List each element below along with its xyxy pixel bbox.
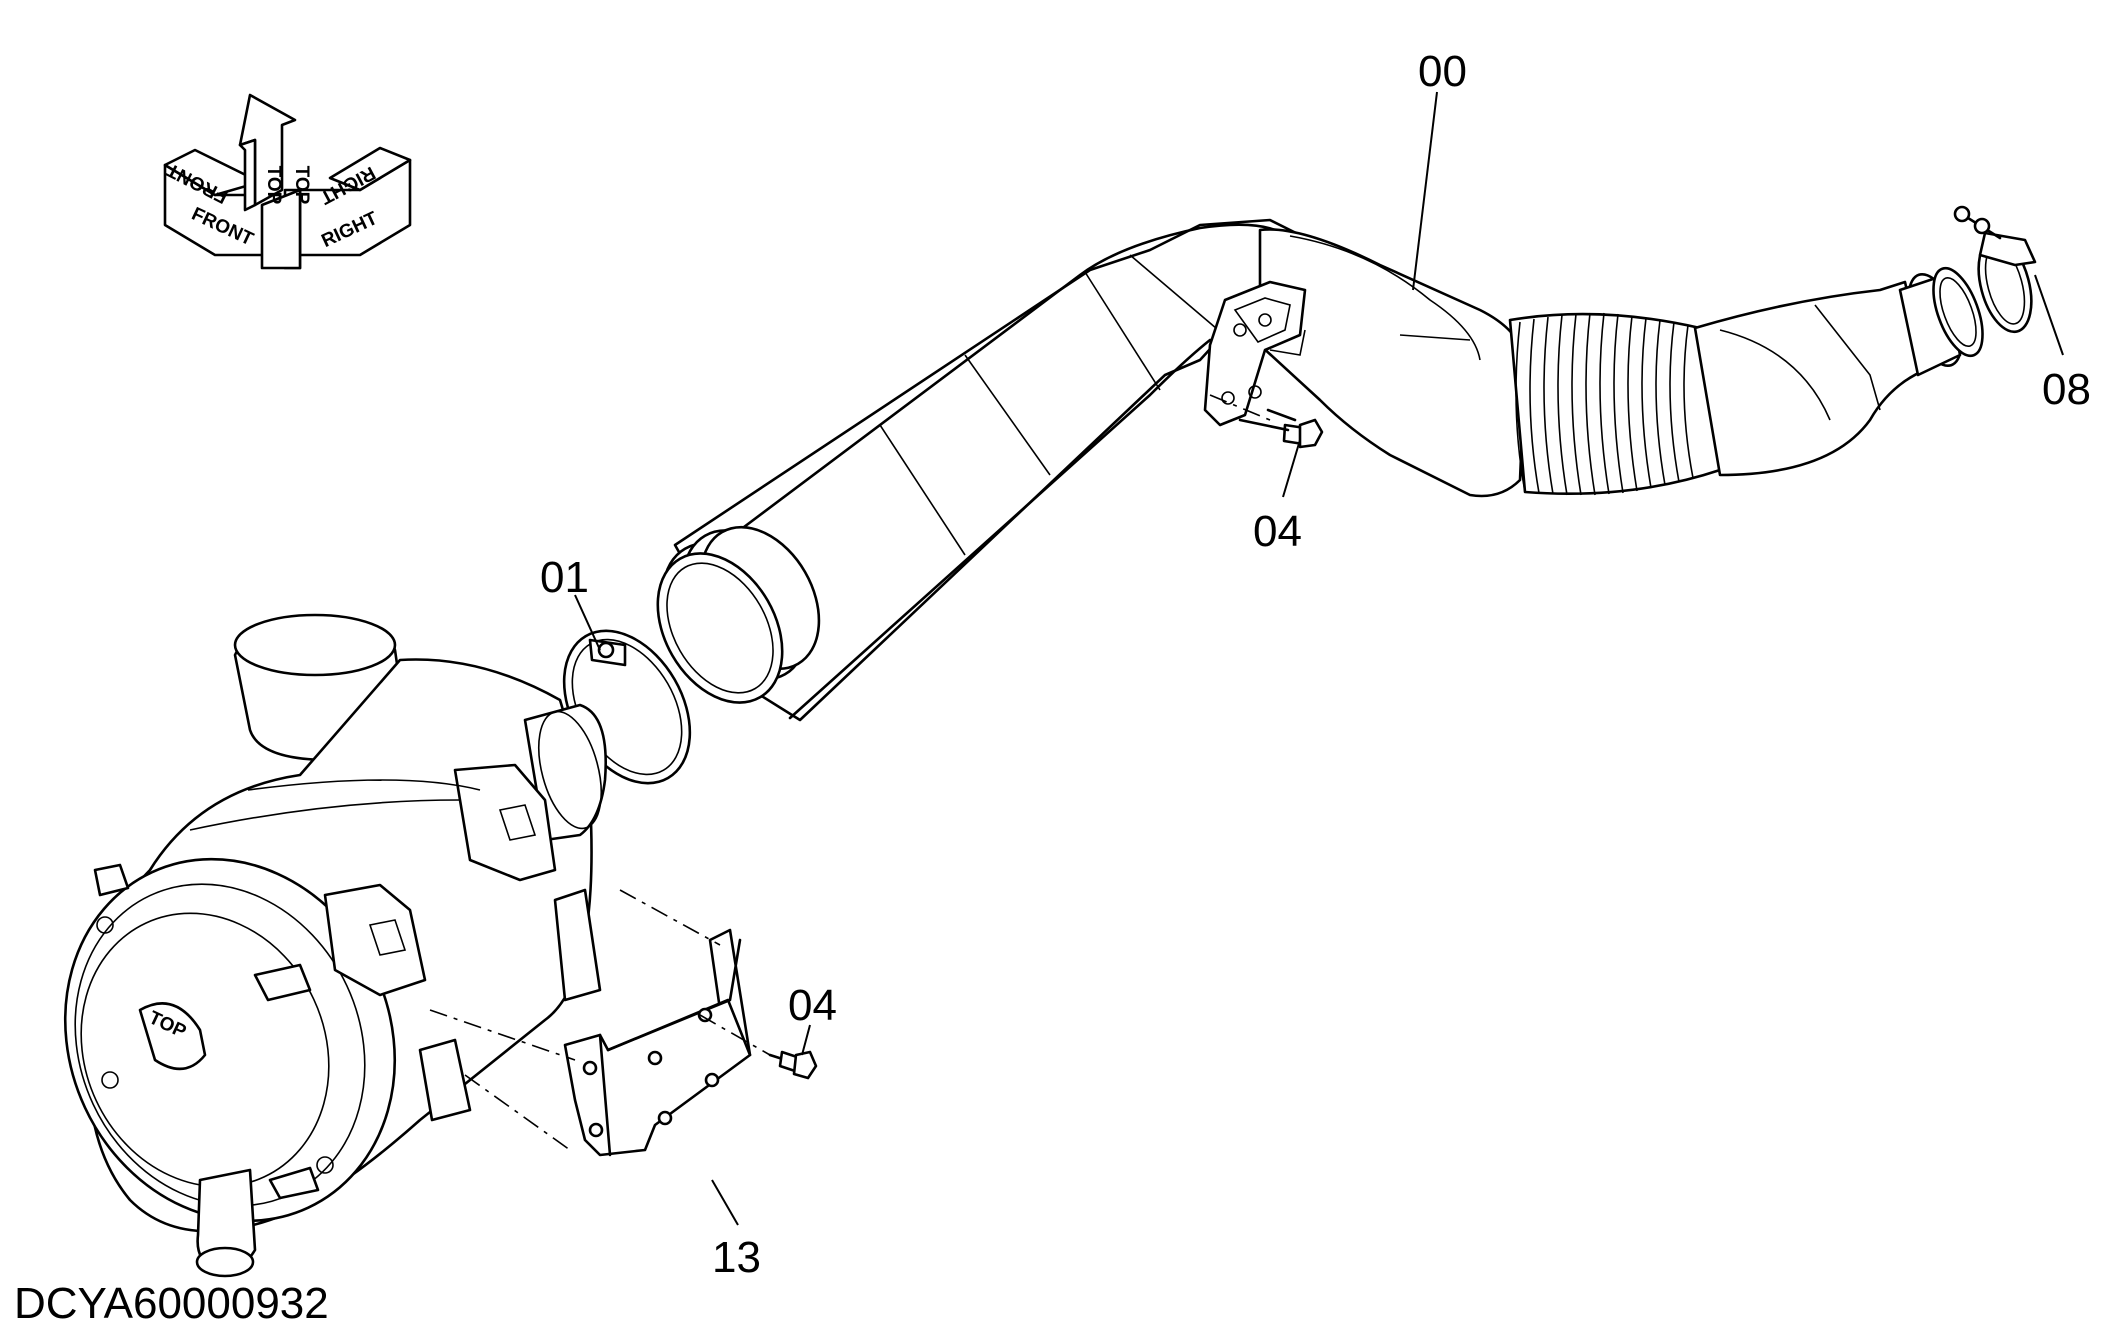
callout-hose: 00	[1418, 47, 1467, 96]
callout-bracket: 13	[712, 1233, 761, 1282]
flange-bolt-lower	[768, 1050, 818, 1080]
callout-bolt-upper: 04	[1253, 507, 1302, 556]
orientation-top-left-label: TOP	[263, 166, 284, 205]
callout-clamp-small: 08	[2042, 365, 2091, 414]
hose-clamp-small	[1953, 205, 2037, 334]
flange-bolt-upper	[1238, 408, 1324, 449]
assembly-lines	[429, 394, 1271, 1151]
orientation-arrows-icon: FRONT FRONT TOP TOP RIGHT RIGHT	[163, 93, 412, 270]
drawing-id: DCYA60000932	[14, 1279, 329, 1322]
leader-lines	[574, 91, 2064, 1226]
orientation-top-right-label: TOP	[291, 166, 312, 205]
intake-hose	[656, 218, 1984, 722]
callout-bolt-lower: 04	[788, 981, 837, 1030]
callout-clamp-large: 01	[540, 553, 589, 602]
air-cleaner: TOP	[63, 613, 607, 1278]
mounting-bracket	[563, 928, 752, 1157]
bellows-ribs	[1515, 312, 1694, 496]
